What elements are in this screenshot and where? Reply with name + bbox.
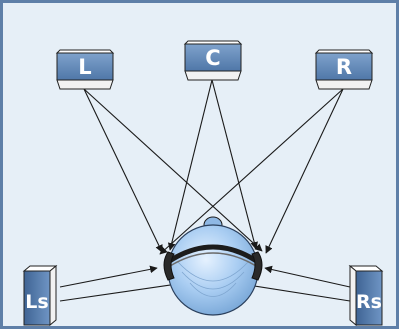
arrow-r-to-left-ear (159, 88, 344, 255)
head-sphere (167, 224, 259, 316)
listener-head (163, 216, 263, 316)
speaker-left: L (55, 49, 115, 90)
left-ear-cup (163, 251, 175, 281)
sound-path-arrows (59, 79, 351, 302)
headphone-band (166, 244, 260, 265)
arrow-rs-to-right-ear (264, 265, 351, 288)
right-ear-cup (251, 251, 263, 281)
arrow-l-to-left-ear (83, 88, 163, 253)
arrow-ls-to-left-ear (59, 265, 158, 288)
arrow-c-to-left-ear (167, 79, 213, 251)
speaker-right: R (314, 49, 374, 90)
speaker-right-label: R (336, 55, 352, 79)
speaker-left-surround-label: Ls (25, 291, 48, 313)
speaker-right-surround-label: Rs (356, 291, 382, 313)
arrow-l-to-right-ear (83, 88, 263, 252)
speaker-center: C (183, 40, 243, 81)
arrow-c-to-right-ear (211, 79, 258, 250)
arrow-r-to-right-ear (265, 88, 344, 254)
speaker-center-label: C (205, 46, 220, 70)
speaker-right-surround: Rs (348, 264, 384, 327)
speaker-left-surround: Ls (22, 264, 58, 327)
speaker-left-label: L (78, 55, 91, 79)
